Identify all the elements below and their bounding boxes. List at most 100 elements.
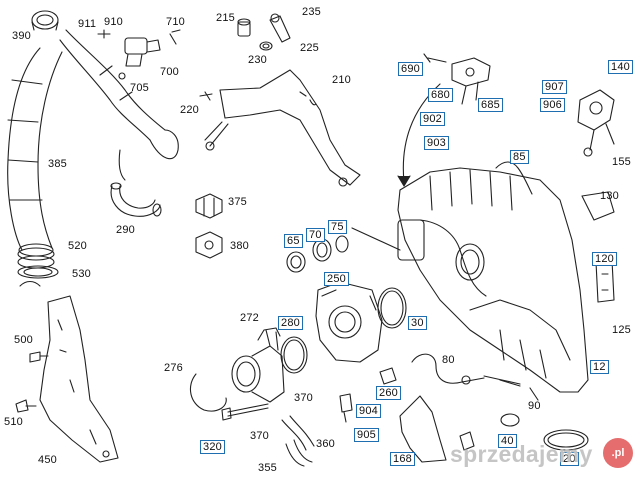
part-cap-390 <box>31 10 59 31</box>
label-272: 272 <box>240 312 259 324</box>
label-700: 700 <box>160 66 179 78</box>
watermark-text: sprzedajemy <box>450 441 593 467</box>
label-276: 276 <box>164 362 183 374</box>
label-130: 130 <box>600 190 619 202</box>
label-907: 907 <box>542 80 567 94</box>
part-link-225 <box>269 13 291 43</box>
part-throttle-body-250 <box>315 281 383 363</box>
label-220: 220 <box>180 104 199 116</box>
label-90: 90 <box>528 400 541 412</box>
label-230: 230 <box>248 54 267 66</box>
part-washer-230 <box>259 41 273 51</box>
label-155: 155 <box>612 156 631 168</box>
part-screw-690 <box>423 53 447 63</box>
part-ring-280 <box>280 336 308 374</box>
part-ring-75 <box>335 235 349 253</box>
part-small-904 <box>339 393 353 423</box>
label-390: 390 <box>12 30 31 42</box>
part-hose-80 <box>411 353 485 384</box>
label-370-a: 370 <box>294 392 313 404</box>
part-hose-85 <box>495 161 533 195</box>
watermark-badge: .pl <box>603 438 633 468</box>
label-260: 260 <box>376 386 401 400</box>
label-235: 235 <box>302 6 321 18</box>
part-clip-380 <box>195 231 223 259</box>
label-225: 225 <box>300 42 319 54</box>
part-air-duct <box>59 29 179 181</box>
part-rings-520-530 <box>17 247 59 287</box>
label-75: 75 <box>328 220 347 234</box>
label-215: 215 <box>216 12 235 24</box>
label-904: 904 <box>356 404 381 418</box>
label-250: 250 <box>324 272 349 286</box>
label-690: 690 <box>398 62 423 76</box>
label-125: 125 <box>612 324 631 336</box>
label-510: 510 <box>4 416 23 428</box>
part-bracket-120 <box>595 259 615 303</box>
label-210: 210 <box>332 74 351 86</box>
part-ring-70 <box>312 238 332 262</box>
label-530: 530 <box>72 268 91 280</box>
label-903: 903 <box>424 136 449 150</box>
part-air-hose-385 <box>7 47 63 257</box>
label-40: 40 <box>498 434 517 448</box>
part-elbow-290 <box>110 182 162 217</box>
part-bolt-510 <box>15 399 37 413</box>
part-bracket-168 <box>399 395 447 463</box>
label-685: 685 <box>478 98 503 112</box>
label-911: 911 <box>78 18 97 30</box>
label-320: 320 <box>200 440 225 454</box>
part-screw-710 <box>169 29 181 45</box>
label-385: 385 <box>48 158 67 170</box>
label-375: 375 <box>228 196 247 208</box>
label-710: 710 <box>166 16 185 28</box>
label-85: 85 <box>510 150 529 164</box>
part-clip-276 <box>189 373 227 412</box>
label-65: 65 <box>284 234 303 248</box>
part-bolt-500 <box>29 351 49 363</box>
label-705: 705 <box>130 82 149 94</box>
label-290: 290 <box>116 224 135 236</box>
label-906: 906 <box>540 98 565 112</box>
part-sensor-680 <box>451 57 491 105</box>
part-water-pump-155 <box>577 89 615 157</box>
part-hose-360 <box>281 419 307 451</box>
label-370-b: 370 <box>250 430 269 442</box>
part-bracket-130 <box>581 191 615 221</box>
label-30: 30 <box>408 316 427 330</box>
part-shield-450 <box>39 295 119 463</box>
label-140: 140 <box>608 60 633 74</box>
part-ring-30 <box>377 287 407 329</box>
part-clamp-40 <box>500 413 520 427</box>
part-hose-355 <box>285 443 305 467</box>
part-ring-20 <box>543 429 589 451</box>
label-168: 168 <box>390 452 415 466</box>
part-small-260 <box>379 367 397 385</box>
label-902: 902 <box>420 112 445 126</box>
label-380: 380 <box>230 240 249 252</box>
label-910: 910 <box>104 16 123 28</box>
label-80: 80 <box>442 354 455 366</box>
label-20: 20 <box>560 452 579 466</box>
part-clip-375 <box>195 193 223 219</box>
label-680: 680 <box>428 88 453 102</box>
part-small-215 <box>237 18 251 37</box>
label-120: 120 <box>592 252 617 266</box>
part-screw-220 <box>199 91 213 101</box>
part-bolt-370 <box>221 403 269 421</box>
label-520: 520 <box>68 240 87 252</box>
part-throttle-272 <box>231 327 285 403</box>
part-intake-manifold <box>397 167 589 393</box>
part-bracket-210 <box>204 69 361 187</box>
label-500: 500 <box>14 334 33 346</box>
part-ring-65 <box>286 251 306 273</box>
part-sensor-910 <box>97 29 161 80</box>
label-70: 70 <box>306 228 325 242</box>
label-280: 280 <box>278 316 303 330</box>
label-360: 360 <box>316 438 335 450</box>
label-355: 355 <box>258 462 277 474</box>
label-12: 12 <box>590 360 609 374</box>
label-450: 450 <box>38 454 57 466</box>
